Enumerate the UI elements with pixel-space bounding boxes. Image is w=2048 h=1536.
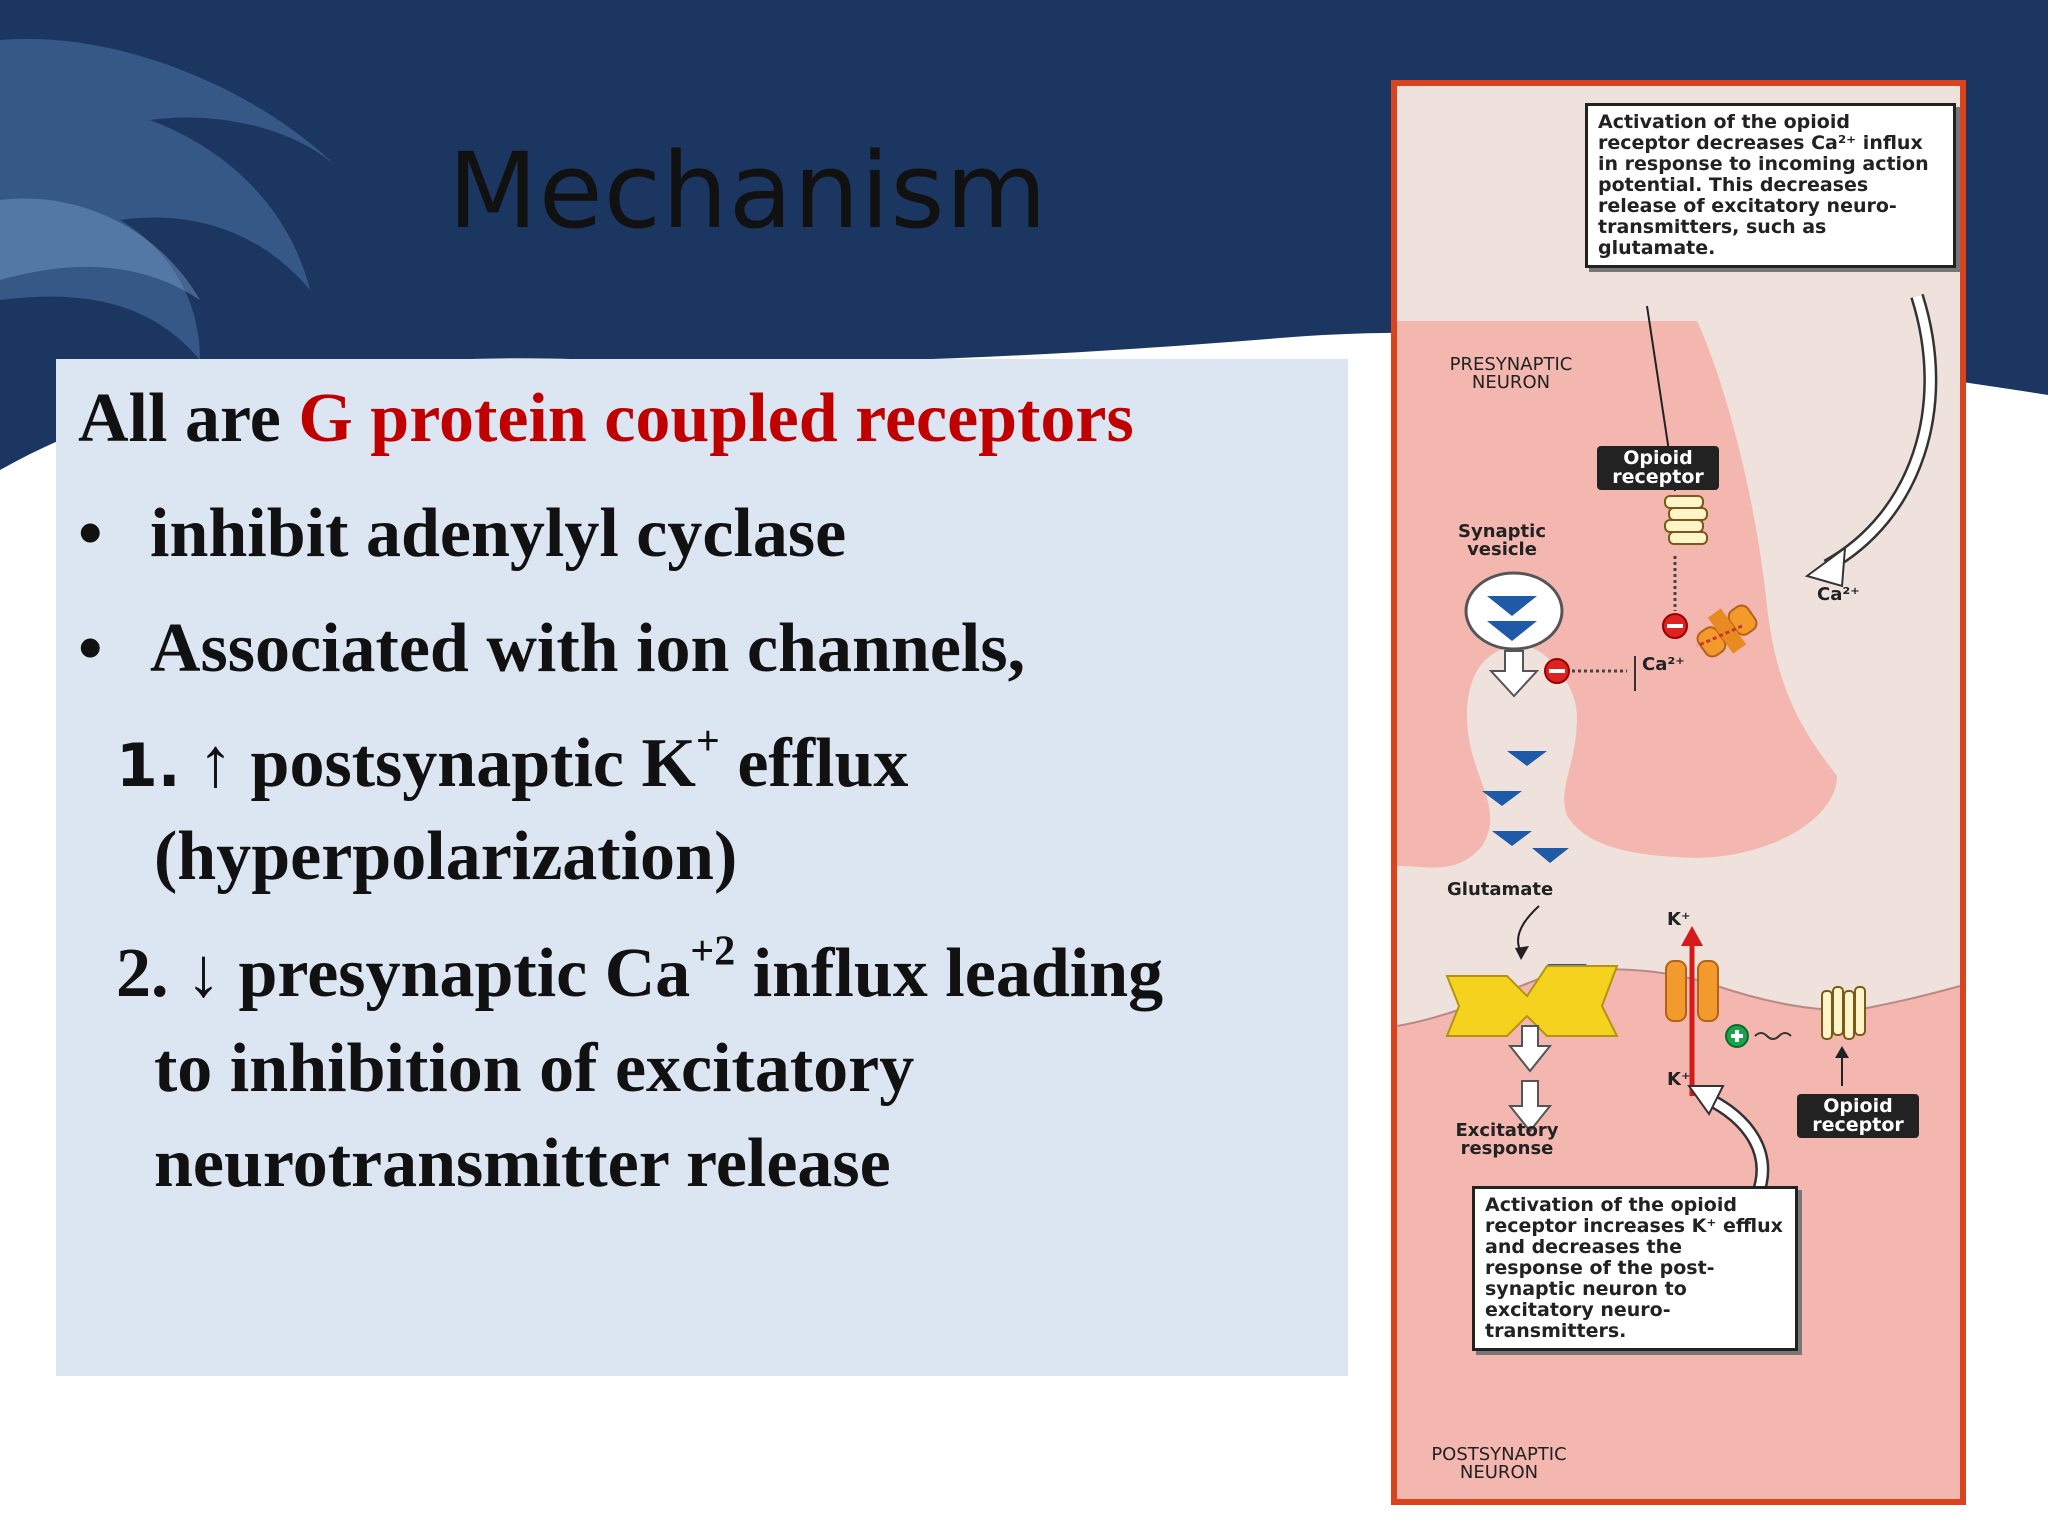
- bullet-symbol: •: [78, 610, 103, 687]
- presynaptic-label: PRESYNAPTIC NEURON: [1449, 354, 1573, 394]
- synaptic-vesicle-label: Synaptic vesicle: [1458, 521, 1546, 561]
- content-panel: All are G protein coupled receptors • in…: [56, 359, 1348, 1376]
- item-number: 2.: [116, 935, 169, 1012]
- callout-bottom: Activation of the opioid receptor increa…: [1472, 1186, 1798, 1351]
- item2-text: presynaptic Ca: [238, 935, 691, 1012]
- item1-text: postsynaptic K: [250, 725, 696, 802]
- calcium-label-inside: Ca²⁺: [1642, 654, 1685, 675]
- opioid-receptor-top: [1664, 495, 1708, 545]
- opioid-receptor-bottom: [1821, 986, 1866, 1040]
- heading-highlight: G protein coupled receptors: [298, 380, 1134, 457]
- item2-continuation: neurotransmitter release: [154, 1125, 891, 1202]
- item2-text-after: influx leading: [752, 935, 1164, 1012]
- up-arrow-icon: ↑: [198, 725, 234, 802]
- item1-continuation: (hyperpolarization): [154, 818, 738, 895]
- bullet-text: inhibit adenylyl cyclase: [150, 495, 847, 572]
- calcium-channel: [1696, 604, 1758, 658]
- numbered-item-1: 1. ↑ postsynaptic K+ efflux: [116, 721, 909, 804]
- item-number: 1.: [116, 731, 181, 801]
- heading-line: All are G protein coupled receptors: [78, 379, 1134, 459]
- postsynaptic-label: POSTSYNAPTIC NEURON: [1431, 1444, 1567, 1484]
- opioid-receptor-bottom-tag: Opioid receptor: [1797, 1094, 1919, 1138]
- glutamate-receptor: [1445, 965, 1619, 1037]
- swirl-decoration: [0, 38, 340, 361]
- item2-superscript: +2: [690, 928, 736, 975]
- potassium-label-top: K⁺: [1667, 909, 1691, 930]
- potassium-channel: [1665, 960, 1719, 1022]
- opioid-mechanism-figure: Activation of the opioid receptor decrea…: [1391, 80, 1966, 1505]
- potassium-label-bottom: K⁺: [1667, 1069, 1691, 1090]
- calcium-label-outside: Ca²⁺: [1817, 584, 1860, 605]
- excitatory-response-label: Excitatory response: [1455, 1120, 1559, 1160]
- presynaptic-neuron-shape: [1397, 321, 1837, 868]
- callout-top: Activation of the opioid receptor decrea…: [1585, 103, 1956, 268]
- glutamate-label: Glutamate: [1447, 879, 1554, 900]
- down-arrow-icon: ↓: [186, 935, 221, 1012]
- bullet-text: Associated with ion channels,: [150, 610, 1026, 687]
- bullet-symbol: •: [78, 495, 103, 572]
- opioid-receptor-top-tag: Opioid receptor: [1597, 446, 1719, 490]
- item2-continuation: to inhibition of excitatory: [154, 1030, 915, 1107]
- slide-title: Mechanism: [448, 130, 1048, 252]
- numbered-item-2: 2. ↓ presynaptic Ca+2 influx leading: [116, 931, 1164, 1014]
- item1-text-after: efflux: [737, 725, 909, 802]
- item1-superscript: +: [695, 718, 720, 765]
- heading-prefix: All are: [78, 380, 299, 457]
